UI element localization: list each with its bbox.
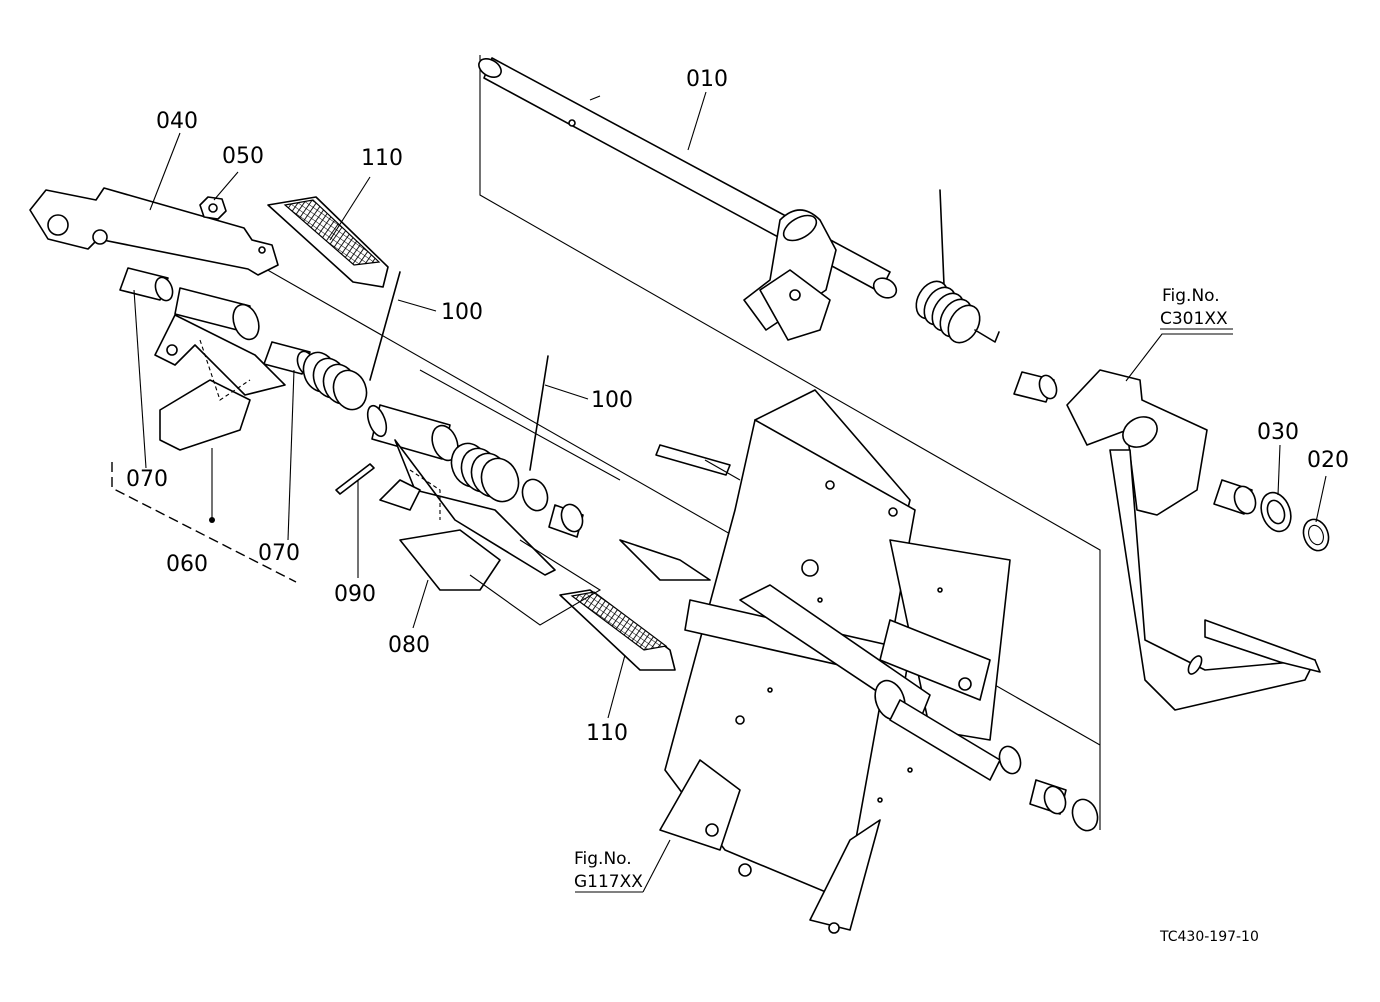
label-060: 060	[166, 552, 208, 577]
center-torsion-spring	[450, 355, 549, 503]
label-040: 040	[156, 109, 198, 134]
part-070-bushing-left	[119, 267, 174, 302]
label-090: 090	[334, 582, 376, 607]
label-070-right: 070	[258, 541, 300, 566]
center-ring-and-bearing	[521, 478, 584, 538]
part-010-shaft	[478, 57, 898, 341]
label-110-upper: 110	[361, 146, 403, 171]
part-040-bracket	[29, 187, 279, 276]
drawing-code: TC430-197-10	[1159, 929, 1259, 945]
label-110-lower: 110	[586, 721, 628, 746]
pedal-frame-assembly	[619, 389, 1022, 934]
part-090-pin	[335, 463, 375, 495]
fig-ref-lower-title: Fig.No.	[574, 849, 632, 869]
label-080: 080	[388, 633, 430, 658]
part-110-upper-pedal-pad	[267, 196, 389, 288]
part-030-washer	[1213, 479, 1292, 533]
part-050-nut	[199, 196, 227, 220]
label-020: 020	[1307, 448, 1349, 473]
fig-ref-upper-code: C301XX	[1160, 309, 1228, 329]
right-pedal-assembly	[1066, 369, 1321, 711]
part-080-pedal-lever	[379, 439, 556, 591]
label-050: 050	[222, 144, 264, 169]
leader-dot	[209, 517, 215, 523]
part-020-clip	[1302, 518, 1330, 552]
label-100-lower: 100	[591, 388, 633, 413]
part-060-pedal-arm	[154, 287, 286, 451]
frame-ring-and-bearing	[1029, 779, 1099, 832]
fig-ref-upper-title: Fig.No.	[1162, 286, 1220, 306]
fig-ref-lower-code: G117XX	[574, 872, 643, 892]
part-110-lower-pedal-pad	[469, 539, 676, 671]
left-torsion-spring	[302, 271, 401, 411]
leader-lines	[133, 91, 1327, 893]
label-030: 030	[1257, 420, 1299, 445]
label-010: 010	[686, 67, 728, 92]
center-pedal-hub	[366, 404, 459, 462]
label-100-upper: 100	[441, 300, 483, 325]
right-bushing	[1013, 371, 1058, 403]
label-070-left: 070	[126, 467, 168, 492]
group-060-outline	[111, 462, 297, 583]
upper-torsion-spring	[915, 189, 1000, 344]
